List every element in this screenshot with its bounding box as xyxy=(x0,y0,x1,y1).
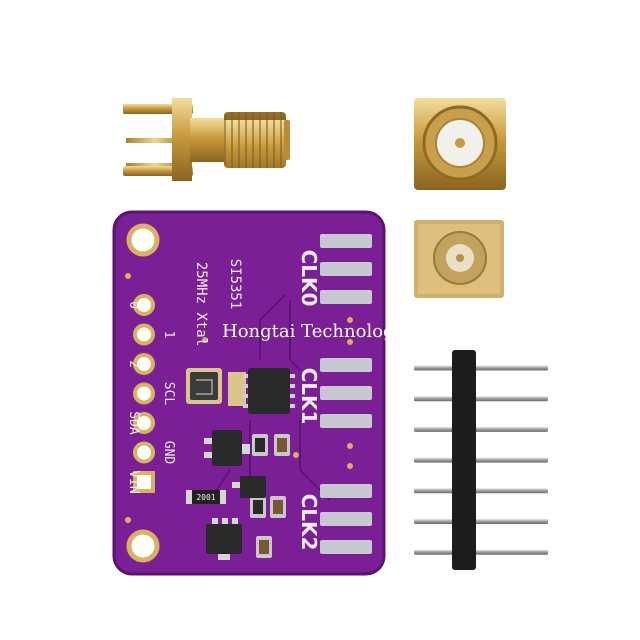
header-plastic-strip xyxy=(452,350,476,570)
label-clk0: CLK0 xyxy=(297,250,321,307)
header-pin-5 xyxy=(414,488,548,494)
pin-pad-sda xyxy=(133,412,155,434)
sma-tip xyxy=(284,120,290,160)
sma-pin-top xyxy=(126,138,184,143)
header-pads xyxy=(133,294,155,493)
transistor-top xyxy=(232,476,266,498)
sma-thread xyxy=(224,112,286,168)
transistor-bottom xyxy=(206,518,242,560)
crystal-pads xyxy=(228,372,246,406)
sma-edge-connector xyxy=(123,98,290,181)
si5351-breakout-board: 2001 CLK0 CLK1 CLK2 SI5351 25MHz Xtal 0 1… xyxy=(112,210,386,576)
sma-pads xyxy=(320,234,372,554)
header-pin-2 xyxy=(414,396,548,402)
pin-pad-vin xyxy=(133,471,155,493)
resistor-2001: 2001 xyxy=(186,490,226,504)
pin-pad-0 xyxy=(133,294,155,316)
pin-pad-1 xyxy=(133,323,155,346)
pin-label-0: 0 xyxy=(126,301,141,309)
mounting-hole-bottom xyxy=(126,529,160,563)
label-clk1: CLK1 xyxy=(297,368,321,425)
sma-bottom-pin xyxy=(456,254,464,262)
pin-pad-2 xyxy=(133,353,155,375)
sma-bottom-view-connector xyxy=(414,220,504,298)
header-pin-6 xyxy=(414,519,548,524)
pin-label-1: 1 xyxy=(161,331,176,339)
pin-label-gnd: GND xyxy=(161,441,176,465)
sma-pin-bottom xyxy=(126,163,184,168)
sma-top-view-connector xyxy=(414,98,506,190)
pin-label-scl: SCL xyxy=(161,382,176,406)
regulator-ic xyxy=(204,430,250,466)
si5351-chip xyxy=(243,368,295,414)
sma-body-block xyxy=(172,98,192,181)
sma-center-pin xyxy=(455,138,465,148)
pin-label-2: 2 xyxy=(126,360,141,368)
inductor xyxy=(186,368,222,404)
label-chip: SI5351 xyxy=(227,259,243,310)
vias xyxy=(125,273,353,523)
watermark-text: Hongtai Technology xyxy=(222,321,406,342)
pin-pad-scl xyxy=(133,382,155,405)
pin-label-sda: SDA xyxy=(126,411,141,435)
resistor-code: 2001 xyxy=(196,493,215,502)
mounting-hole-top xyxy=(126,223,160,257)
header-pin-7 xyxy=(414,549,548,555)
header-pin-1 xyxy=(414,365,548,371)
pin-pad-gnd xyxy=(133,441,155,464)
label-xtal: 25MHz Xtal xyxy=(193,262,209,346)
smd-capacitors xyxy=(250,434,290,558)
pin-header-7 xyxy=(414,350,548,570)
header-pin-4 xyxy=(414,457,548,463)
label-clk2: CLK2 xyxy=(297,494,321,551)
header-pin-3 xyxy=(414,426,548,432)
sma-hex-nut xyxy=(190,118,226,162)
pin-label-vin: VIN xyxy=(126,470,141,493)
